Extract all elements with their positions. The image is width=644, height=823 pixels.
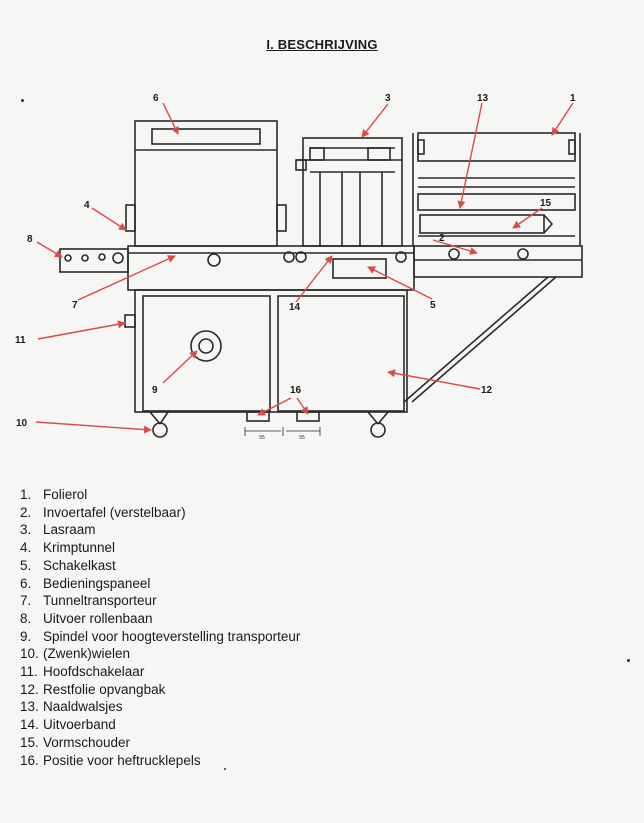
legend-text: Lasraam <box>43 522 96 538</box>
legend-number: 2. <box>20 504 32 520</box>
callout-4: 4 <box>84 200 90 211</box>
legend-number: 13. <box>20 699 39 715</box>
legend-text: Hoofdschakelaar <box>43 664 145 680</box>
legend-number: 7. <box>20 593 32 609</box>
legend-text: (Zwenk)wielen <box>43 646 131 662</box>
legend-item: 9. Spindel voor hoogteverstelling transpo… <box>20 628 300 646</box>
scan-speck <box>627 659 630 662</box>
callout-8: 8 <box>27 234 33 245</box>
hoofdschakelaar <box>124 314 136 328</box>
callout-15: 15 <box>540 198 552 209</box>
legend-text: Restfolie opvangbak <box>43 681 166 697</box>
naaldwalsjes <box>417 193 576 211</box>
uitvoerband <box>332 258 387 279</box>
legend-text: Tunneltransporteur <box>43 593 157 609</box>
scan-speck <box>21 99 24 102</box>
invoertafel <box>413 245 583 278</box>
uitvoer-rollenbaan <box>59 248 129 273</box>
legend-text: Vormschouder <box>43 734 131 750</box>
callout-11: 11 <box>15 335 26 346</box>
legend-text: Invoertafel (verstelbaar) <box>43 504 186 520</box>
lasraam <box>302 137 403 247</box>
legend-number: 8. <box>20 610 32 626</box>
legend-item: 10.(Zwenk)wielen <box>20 645 300 663</box>
legend-number: 1. <box>20 487 32 502</box>
schakelkast <box>134 289 408 413</box>
callout-3: 3 <box>385 93 391 104</box>
dimension-label-left: 55 <box>259 435 265 441</box>
legend-item: 8. Uitvoer rollenbaan <box>20 610 300 628</box>
legend-text: Spindel voor hoogteverstelling transport… <box>43 628 301 644</box>
callout-14: 14 <box>289 302 301 313</box>
legend-number: 5. <box>20 557 32 573</box>
page-title: I. BESCHRIJVING <box>266 37 378 52</box>
dimension-label-right: 55 <box>299 435 305 441</box>
legend-text: Naaldwalsjes <box>43 699 123 715</box>
legend-number: 10. <box>20 646 39 662</box>
legend-text: Folierol <box>43 487 88 502</box>
wiel-links <box>152 422 168 438</box>
legend-item: 12.Restfolie opvangbak <box>20 681 300 699</box>
legend-text: Uitvoerband <box>43 717 116 733</box>
legend-number: 3. <box>20 522 32 538</box>
legend-item: 2. Invoertafel (verstelbaar) <box>20 504 300 522</box>
scan-speck <box>224 768 226 770</box>
legend-item: 13.Naaldwalsjes <box>20 698 300 716</box>
bedieningspaneel <box>151 128 261 145</box>
spindel <box>190 330 222 362</box>
callout-6: 6 <box>153 93 159 104</box>
legend-item: 7. Tunneltransporteur <box>20 592 300 610</box>
legend-item: 11. Hoofdschakelaar <box>20 663 300 681</box>
callout-1: 1 <box>570 93 576 104</box>
legend-number: 6. <box>20 575 32 591</box>
legend-number: 16. <box>20 752 39 768</box>
legend-number: 15. <box>20 734 39 750</box>
callout-10: 10 <box>16 418 28 429</box>
legend-list: 1. Folierol 2. Invoertafel (verstelbaar) 3… <box>20 486 300 769</box>
legend-text: Schakelkast <box>43 557 116 573</box>
legend-item: 1. Folierol <box>20 486 300 504</box>
legend-text: Krimptunnel <box>43 540 116 556</box>
legend-item: 6. Bedieningspaneel <box>20 575 300 593</box>
callout-2: 2 <box>439 233 445 244</box>
callout-7: 7 <box>72 300 78 311</box>
legend-number: 12. <box>20 681 39 697</box>
callout-16: 16 <box>290 385 302 396</box>
legend-item: 14.Uitvoerband <box>20 716 300 734</box>
heftruck-positie-links <box>246 411 270 422</box>
legend-number: 9. <box>20 628 32 644</box>
legend-number: 11. <box>20 664 38 680</box>
callout-12: 12 <box>481 385 493 396</box>
legend-item: 5. Schakelkast <box>20 557 300 575</box>
legend-item: 3. Lasraam <box>20 521 300 539</box>
machine-diagram: 55 55 1 2 3 4 5 <box>15 93 583 441</box>
legend-number: 4. <box>20 540 32 556</box>
krimptunnel <box>134 120 278 247</box>
legend-text: Bedieningspaneel <box>43 575 151 591</box>
legend-number: 14. <box>20 717 39 733</box>
legend-text: Uitvoer rollenbaan <box>43 610 153 626</box>
callout-5: 5 <box>430 300 436 311</box>
legend-item: 15.Vormschouder <box>20 734 300 752</box>
legend-item: 16.Positie voor heftrucklepels <box>20 752 300 770</box>
legend-item: 4. Krimptunnel <box>20 539 300 557</box>
callout-9: 9 <box>152 385 158 396</box>
wiel-rechts <box>370 422 386 438</box>
callout-13: 13 <box>477 93 489 104</box>
folierol <box>417 132 576 162</box>
legend-text: Positie voor heftrucklepels <box>43 752 201 768</box>
